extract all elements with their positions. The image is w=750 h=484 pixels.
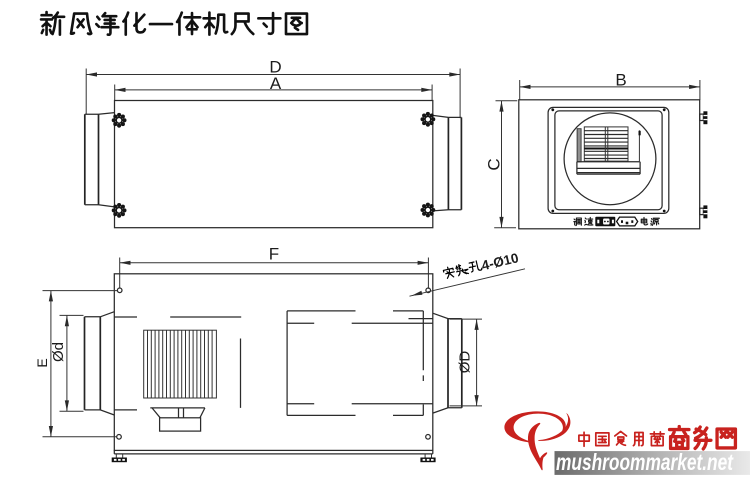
svg-text:ØD: ØD <box>457 351 474 374</box>
svg-text:A: A <box>270 74 282 93</box>
svg-text:B: B <box>615 71 626 90</box>
svg-text:Ød: Ød <box>50 342 67 362</box>
svg-text:4-Ø10: 4-Ø10 <box>480 250 520 273</box>
svg-text:F: F <box>269 245 279 264</box>
svg-text:C: C <box>484 158 503 170</box>
svg-text:D: D <box>269 58 281 77</box>
svg-text:mushroommarket.net: mushroommarket.net <box>556 449 734 475</box>
svg-text:E: E <box>34 358 50 367</box>
